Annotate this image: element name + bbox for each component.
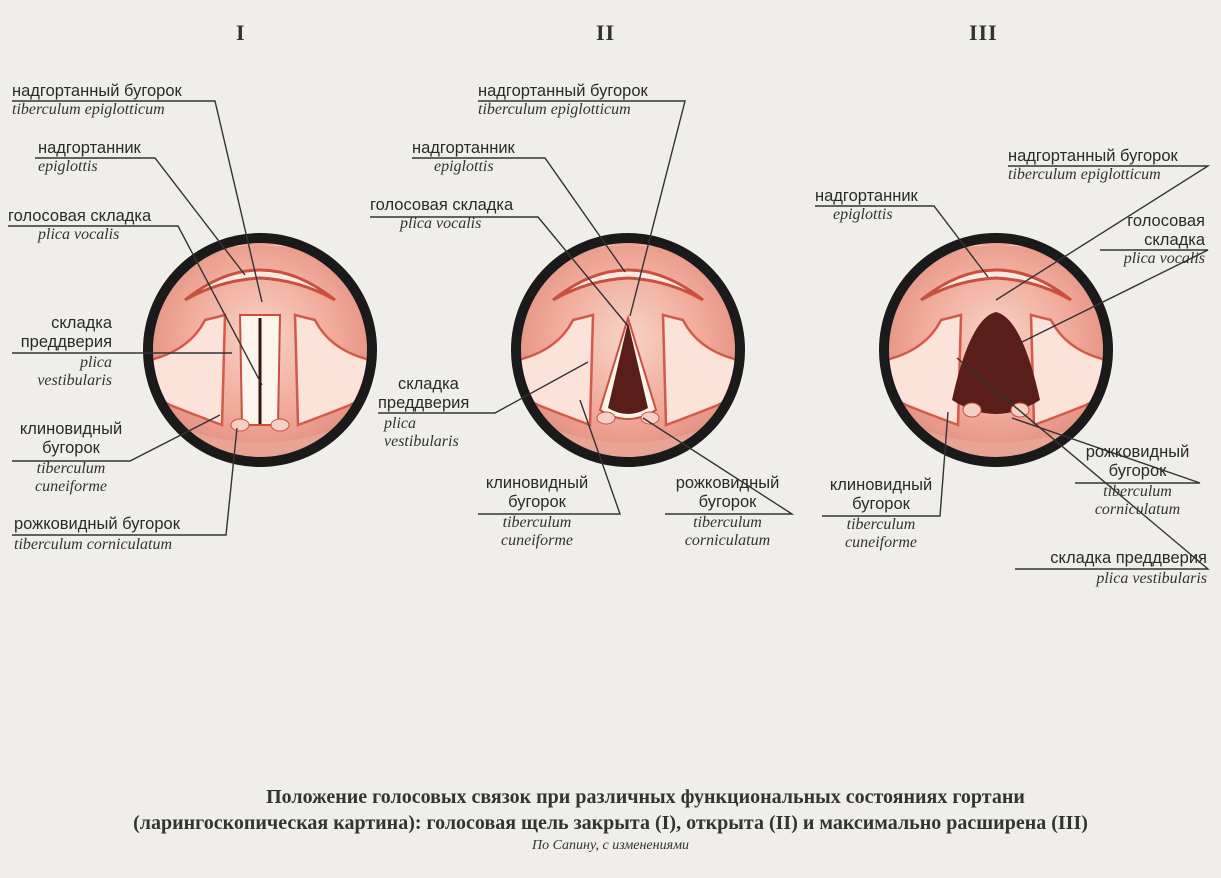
label-p1-cuneiform-tubercle: клиновидный бугорок tiberculum cuneiform… [12, 420, 130, 497]
caption-credit: По Сапину, с изменениями [0, 838, 1221, 854]
label-ru: надгортанный бугорок [1008, 147, 1178, 166]
label-p1-vestibular-fold: складка преддверия plica vestibularis [12, 314, 112, 391]
label-ru-1: клиновидный [822, 476, 940, 495]
label-la: tiberculum epiglotticum [12, 101, 182, 119]
label-p3-corniculate-tubercle: рожковидный бугорок tiberculum cornicula… [1075, 443, 1200, 520]
label-la: epiglottis [38, 158, 141, 176]
label-p2-vocal-fold: голосовая складка plica vocalis [370, 196, 513, 233]
label-p3-supraepiglottic-tubercle: надгортанный бугорок tiberculum epiglott… [1008, 147, 1178, 184]
label-ru-1: голосовая [1080, 212, 1205, 231]
label-la-1: tiberculum [665, 514, 790, 532]
label-la-2: cuneiforme [12, 478, 130, 496]
label-ru: голосовая складка [370, 196, 513, 215]
label-p3-vocal-fold: голосовая складка plica vocalis [1080, 212, 1205, 268]
label-ru-1: клиновидный [12, 420, 130, 439]
label-p1-vocal-fold: голосовая складка plica vocalis [8, 207, 151, 244]
label-ru: рожковидный бугорок [14, 515, 180, 534]
label-ru: голосовая складка [8, 207, 151, 226]
label-la-1: plica [384, 415, 469, 433]
label-p2-supraepiglottic-tubercle: надгортанный бугорок tiberculum epiglott… [478, 82, 648, 119]
label-la-2: vestibularis [384, 433, 469, 451]
label-p3-epiglottis: надгортанник epiglottis [815, 187, 918, 224]
label-ru-1: складка [12, 314, 112, 333]
label-la: plica vocalis [38, 226, 151, 244]
label-la: tiberculum epiglotticum [1008, 166, 1178, 184]
label-la-1: tiberculum [1075, 483, 1200, 501]
label-ru-2: бугорок [12, 439, 130, 458]
larynx-view-max-open [884, 238, 1108, 462]
label-la: epiglottis [434, 158, 515, 176]
label-p3-cuneiform-tubercle: клиновидный бугорок tiberculum cuneiform… [822, 476, 940, 553]
label-ru: надгортанник [815, 187, 918, 206]
label-ru-2: бугорок [478, 493, 596, 512]
larynx-view-closed [148, 238, 372, 462]
label-ru-1: складка [398, 375, 469, 394]
label-p2-corniculate-tubercle: рожковидный бугорок tiberculum cornicula… [665, 474, 790, 551]
label-ru: надгортанник [38, 139, 141, 158]
label-p1-supraepiglottic-tubercle: надгортанный бугорок tiberculum epiglott… [12, 82, 182, 119]
caption-line-2: (ларингоскопическая картина): голосовая … [0, 812, 1221, 835]
label-ru: надгортанный бугорок [12, 82, 182, 101]
label-ru-1: рожковидный [665, 474, 790, 493]
label-p2-cuneiform-tubercle: клиновидный бугорок tiberculum cuneiform… [478, 474, 596, 551]
label-la-2: corniculatum [665, 532, 790, 550]
label-p2-vestibular-fold: складка преддверия plica vestibularis [378, 375, 469, 452]
label-la-1: plica [12, 354, 112, 372]
label-la: epiglottis [833, 206, 918, 224]
label-la-2: cuneiforme [478, 532, 596, 550]
caption-line-1: Положение голосовых связок при различных… [0, 786, 1221, 809]
larynx-view-open [516, 238, 740, 462]
label-p1-epiglottis: надгортанник epiglottis [38, 139, 141, 176]
label-la: tiberculum epiglotticum [478, 101, 648, 119]
label-la: tiberculum corniculatum [14, 536, 180, 554]
label-la-1: tiberculum [822, 516, 940, 534]
label-ru-2: бугорок [822, 495, 940, 514]
label-ru: складка преддверия [1015, 549, 1207, 568]
label-p3-vestibular-fold: складка преддверия plica vestibularis [1015, 549, 1207, 588]
label-ru-2: бугорок [1075, 462, 1200, 481]
label-ru: надгортанный бугорок [478, 82, 648, 101]
label-ru-2: преддверия [12, 333, 112, 352]
label-ru-2: бугорок [665, 493, 790, 512]
label-ru-1: рожковидный [1075, 443, 1200, 462]
label-la-2: vestibularis [12, 372, 112, 390]
label-ru-2: складка [1080, 231, 1205, 250]
label-la-1: tiberculum [478, 514, 596, 532]
label-la: plica vocalis [400, 215, 513, 233]
label-p1-corniculate-tubercle: рожковидный бугорок tiberculum cornicula… [14, 515, 180, 554]
label-la-2: corniculatum [1075, 501, 1200, 519]
label-ru: надгортанник [412, 139, 515, 158]
label-la-2: cuneiforme [822, 534, 940, 552]
label-ru-2: преддверия [378, 394, 469, 413]
label-la: plica vestibularis [1015, 570, 1207, 588]
label-p2-epiglottis: надгортанник epiglottis [412, 139, 515, 176]
label-ru-1: клиновидный [478, 474, 596, 493]
label-la: plica vocalis [1080, 250, 1205, 268]
label-la-1: tiberculum [12, 460, 130, 478]
